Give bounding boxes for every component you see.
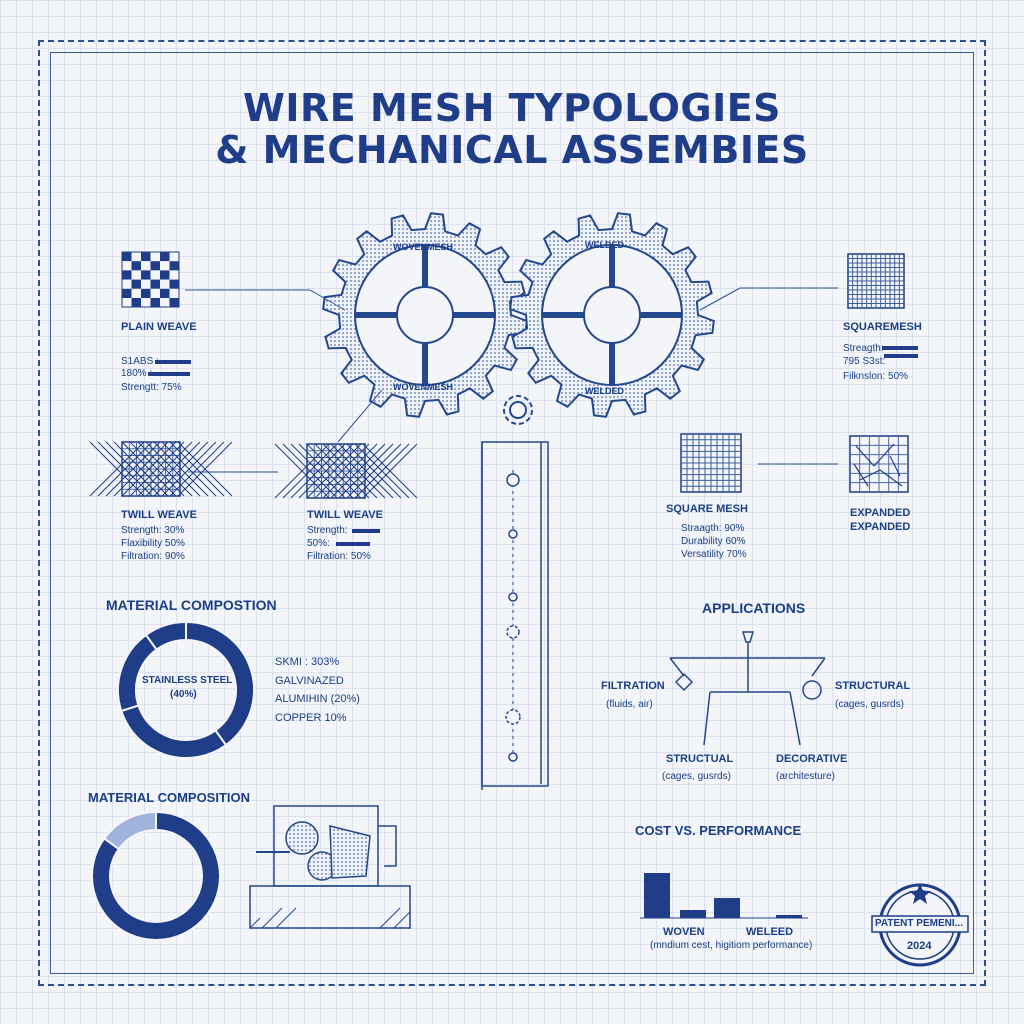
plain-weave-bar-1 (155, 360, 191, 364)
plain-weave-label: PLAIN WEAVE (121, 321, 197, 333)
applications-title: APPLICATIONS (702, 600, 806, 616)
cost-bar (776, 915, 802, 918)
stamp-text: PATENT PEMENI... (875, 918, 963, 929)
cost-caption: (mndium cest, higitiom performance) (650, 940, 813, 951)
donut-center-label: STAINLESS STEEL (142, 675, 233, 686)
plain-weave-stat-2: 180% : (121, 368, 153, 379)
app-filtration-sub: (fluids, air) (606, 699, 653, 710)
composition-title: MATERIAL COMPOSTION (106, 597, 277, 613)
gear-label-left-top: WOVENMESH (393, 242, 454, 252)
twill-mid-stat-1: Strength: (307, 525, 348, 536)
composition-2-title: MATERIAL COMPOSITION (88, 790, 251, 805)
plain-weave-icon (121, 251, 180, 308)
legend-item: COPPER 10% (275, 712, 347, 724)
right-gear (509, 212, 715, 418)
cost-bar-chart (640, 873, 808, 919)
app-structural-right-sub: (cages, gusrds) (835, 699, 904, 710)
square-mesh-stat-1: Straagth: 90% (681, 523, 745, 534)
legend-item: GALVINAZED (275, 675, 344, 687)
square-mesh-icon (847, 253, 905, 309)
twill-left-label: TWILL WEAVE (121, 509, 197, 521)
cost-welded-label: WELEED (746, 926, 794, 938)
twill-weave-icon (89, 441, 233, 497)
twill-mid-stat-2: 50%: (307, 538, 330, 549)
square-top-stat-2: 795 S3st: (843, 356, 886, 367)
cost-bar (714, 898, 740, 918)
app-structural-right: STRUCTURAL (835, 680, 911, 692)
gear-label-left-bottom: WOVENMESH (393, 382, 454, 392)
left-gear (322, 212, 528, 418)
inner-frame (50, 52, 974, 974)
square-top-stat-1: Streagth: (843, 343, 884, 354)
stamp-year: 2024 (907, 940, 932, 952)
square-top-bar-1 (882, 346, 918, 350)
cost-woven-label: WOVEN (663, 926, 705, 938)
app-decorative: DECORATIVE (776, 753, 848, 765)
app-decorative-sub: (architesture) (776, 771, 835, 782)
title-line-2: & MECHANICAL ASSEMBIES (215, 128, 809, 172)
donut-center-value: (40%) (170, 689, 197, 700)
cost-bar (644, 873, 670, 918)
expanded-label-2: EXPANDED (850, 521, 911, 533)
gear-label-right-bottom: WELDED (585, 386, 624, 396)
small-gear (503, 395, 533, 425)
outer-dashed-frame (38, 40, 986, 986)
cost-title: COST VS. PERFORMANCE (635, 823, 802, 838)
square-top-stat-3: Filknslon: 50% (843, 371, 909, 382)
twill-mid-bar-1 (352, 529, 380, 533)
composition-donut (117, 620, 255, 759)
square-mesh-stat-3: Versatility 70% (681, 549, 747, 560)
app-structural-bottom-sub: (cages, gusrds) (662, 771, 731, 782)
legend-item: SKMI : 303% (275, 656, 340, 668)
expanded-label-1: EXPANDED (850, 507, 911, 519)
square-mesh-top-label: SQUAREMESH (843, 321, 922, 333)
twill-mid-label: TWILL WEAVE (307, 509, 383, 521)
composition-2-donut (91, 810, 221, 941)
patent-stamp-icon (871, 883, 969, 967)
gear-label-right-top: WELDED (585, 240, 624, 250)
app-filtration: FILTRATION (601, 680, 665, 692)
cost-bar (680, 910, 706, 918)
twill-left-stat-3: Filtration: 90% (121, 551, 185, 562)
twill-left-stat-2: Flaxibility 50% (121, 538, 185, 549)
twill-left-stat-1: Strength: 30% (121, 525, 185, 536)
square-mesh-stat-2: Durability 60% (681, 536, 746, 547)
app-structural-bottom: STRUCTUAL (666, 753, 734, 765)
title-line-1: WIRE MESH TYPOLOGIES (242, 86, 782, 130)
square-top-bar-2 (884, 354, 918, 358)
twill-weave-mid-icon (274, 443, 418, 499)
square-mesh-label: SQUARE MESH (666, 503, 748, 515)
legend-item: ALUMIHIN (20%) (275, 693, 360, 705)
plain-weave-stat-1: S1ABS : (121, 356, 159, 367)
expanded-mesh-icon (849, 435, 909, 493)
twill-mid-stat-3: Filtration: 50% (307, 551, 371, 562)
plain-weave-bar-2 (148, 372, 190, 376)
plain-weave-stat-3: Strengtt: 75% (121, 382, 182, 393)
twill-mid-bar-2 (336, 542, 370, 546)
square-mesh-mid-icon (680, 433, 742, 493)
